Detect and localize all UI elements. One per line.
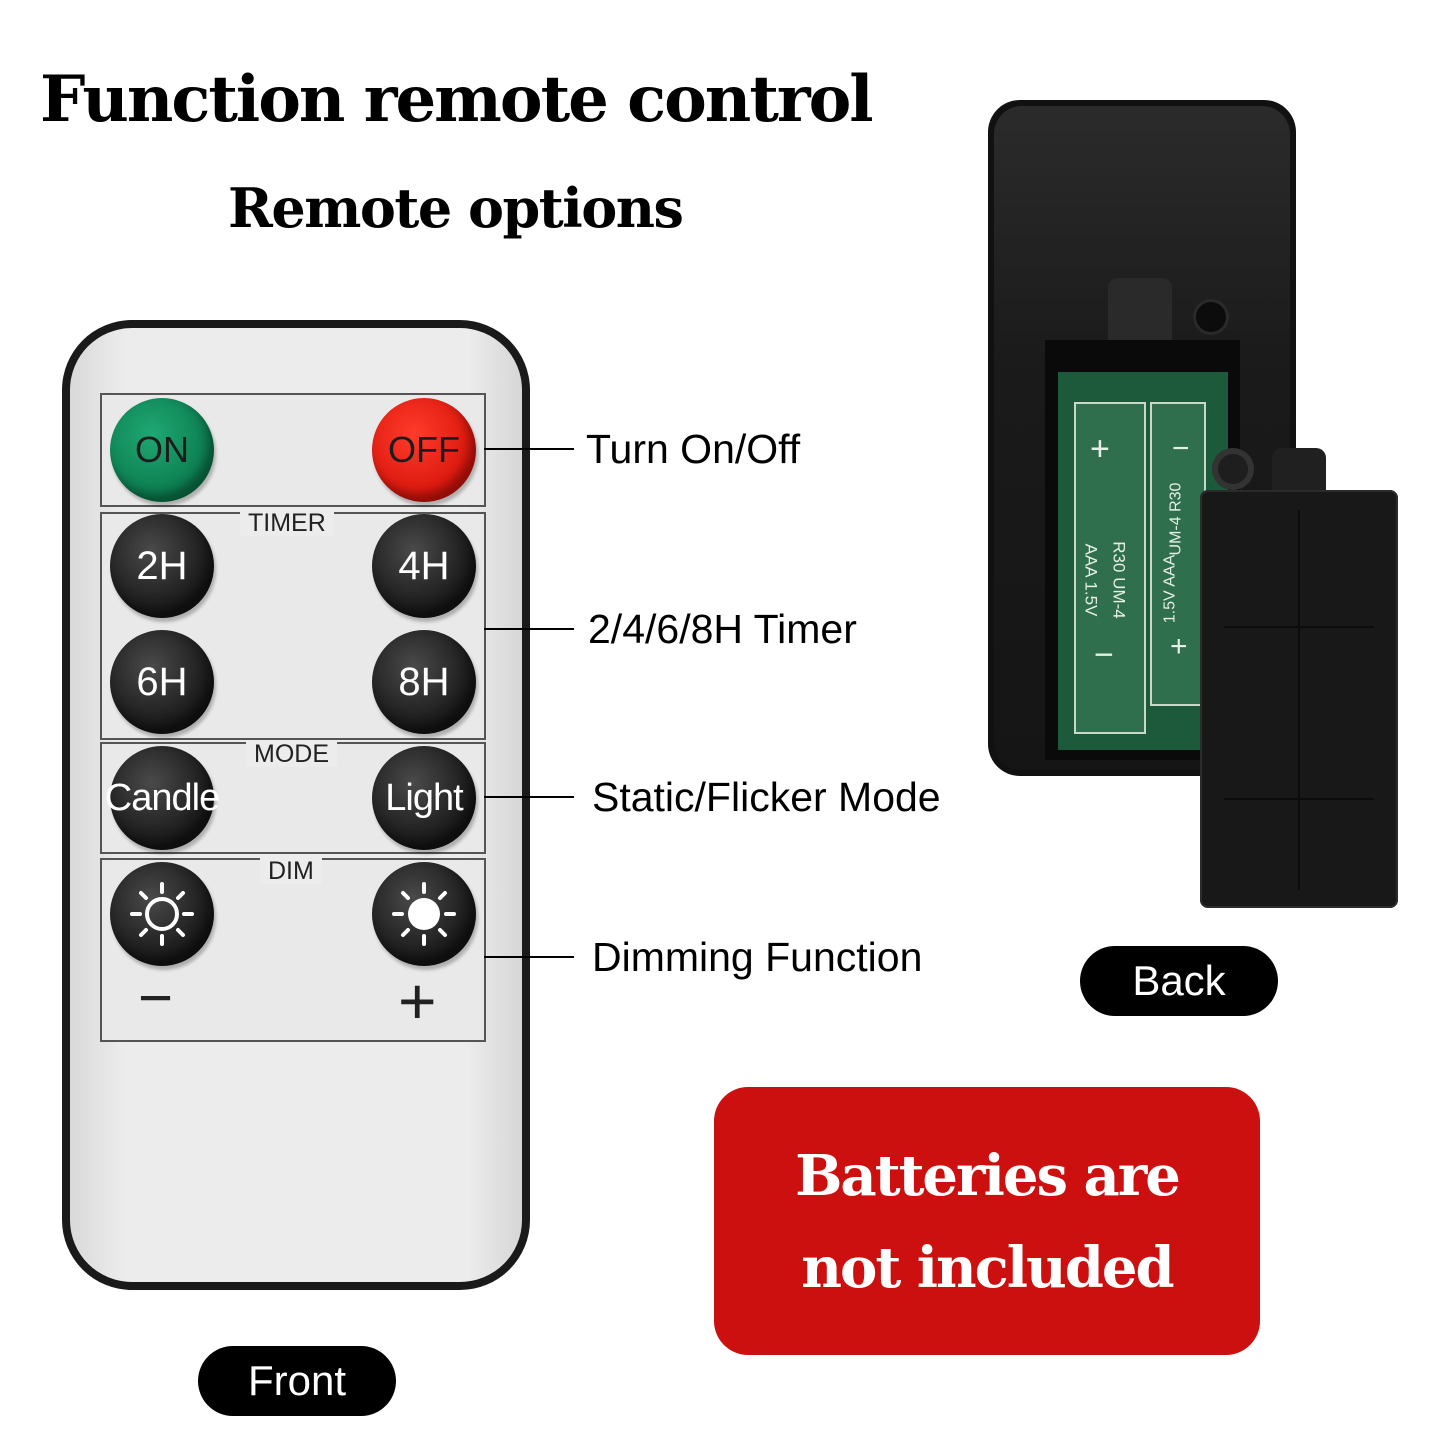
- battery-slot-right: [1150, 402, 1206, 706]
- left-cell-model: R30 UM-4: [1109, 541, 1129, 619]
- callout-mode: Static/Flicker Mode: [592, 774, 941, 820]
- cover-hinge: [1212, 448, 1254, 490]
- right-cell-plus: +: [1170, 630, 1188, 663]
- left-cell-minus: −: [1094, 636, 1114, 674]
- page-subtitle: Remote options: [228, 176, 684, 240]
- callout-line-dim: [484, 956, 574, 958]
- sun-bright-icon: [392, 882, 456, 946]
- page-title: Function remote control: [40, 62, 874, 137]
- timer-8h-button[interactable]: 8H: [372, 630, 476, 734]
- battery-slot-left: [1074, 402, 1146, 734]
- cover-clip: [1272, 448, 1326, 494]
- callout-timer: 2/4/6/8H Timer: [588, 606, 857, 652]
- cover-divider: [1298, 510, 1300, 890]
- plus-symbol: +: [398, 964, 437, 1038]
- left-cell-type: AAA 1.5V: [1081, 543, 1101, 617]
- right-cell-type: 1.5V AAA: [1161, 554, 1179, 624]
- screw-hole: [1196, 302, 1226, 332]
- right-cell-model: UM-4 R30: [1167, 482, 1185, 556]
- callout-power: Turn On/Off: [586, 426, 801, 472]
- callout-line-mode: [484, 796, 574, 798]
- candle-button[interactable]: Candle: [105, 746, 220, 850]
- mode-label: MODE: [246, 741, 337, 767]
- dim-up-button[interactable]: [372, 862, 476, 966]
- timer-6h-button[interactable]: 6H: [110, 630, 214, 734]
- left-cell-plus: +: [1090, 430, 1110, 468]
- battery-notice-box: [714, 1087, 1260, 1355]
- minus-symbol: −: [138, 964, 174, 1031]
- battery-notice-text: Batteries are not included: [714, 1130, 1260, 1314]
- on-button[interactable]: ON: [110, 398, 214, 502]
- battery-latch: [1108, 278, 1172, 348]
- dim-label: DIM: [260, 858, 322, 884]
- callout-line-power: [484, 448, 574, 450]
- off-button[interactable]: OFF: [372, 398, 476, 502]
- front-label: Front: [198, 1346, 396, 1416]
- light-button[interactable]: Light: [372, 746, 476, 850]
- back-label: Back: [1080, 946, 1278, 1016]
- callout-line-timer: [484, 628, 574, 630]
- sun-dim-icon: [130, 882, 194, 946]
- right-cell-minus: −: [1172, 432, 1190, 465]
- timer-4h-button[interactable]: 4H: [372, 514, 476, 618]
- dim-down-button[interactable]: [110, 862, 214, 966]
- timer-2h-button[interactable]: 2H: [110, 514, 214, 618]
- callout-dim: Dimming Function: [592, 934, 923, 980]
- timer-label: TIMER: [240, 510, 334, 536]
- battery-notice-line2: not included: [801, 1235, 1174, 1301]
- battery-notice-line1: Batteries are: [795, 1143, 1181, 1209]
